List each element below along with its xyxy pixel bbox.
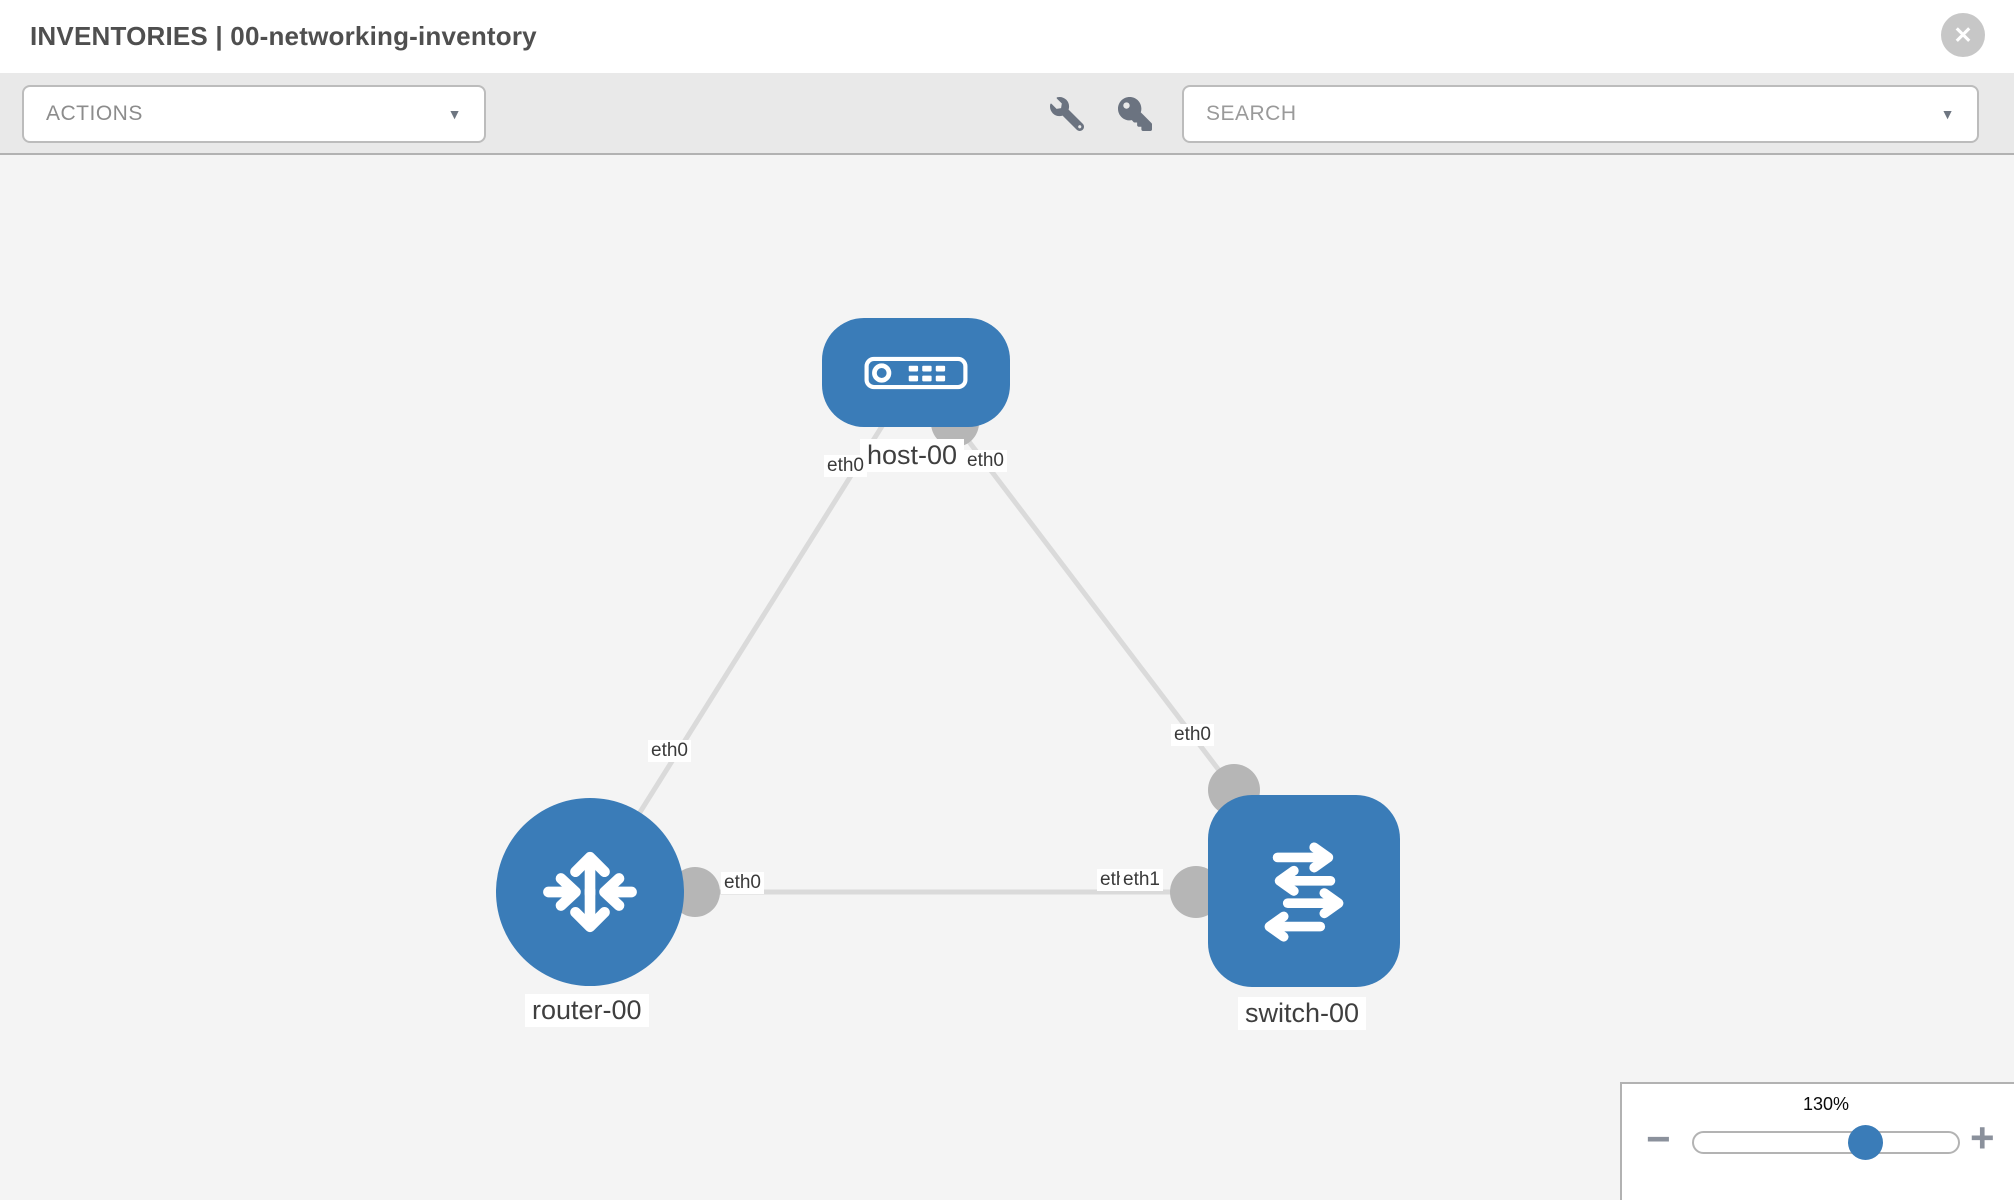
node-router-00[interactable] xyxy=(496,798,684,986)
wrench-icon xyxy=(1050,97,1085,132)
host-icon xyxy=(864,356,968,389)
zoom-panel: 130% − + xyxy=(1620,1082,2014,1200)
interface-label: eth0 xyxy=(721,872,764,894)
zoom-slider-track[interactable] xyxy=(1692,1131,1960,1154)
close-button[interactable]: ✕ xyxy=(1941,13,1985,57)
node-label-switch: switch-00 xyxy=(1238,997,1367,1030)
chevron-down-icon: ▼ xyxy=(1940,106,1955,122)
header: INVENTORIES | 00-networking-inventory ✕ xyxy=(0,0,2014,73)
interface-label: eth0 xyxy=(824,455,867,477)
interface-label: eth0 xyxy=(648,740,691,762)
configure-button[interactable] xyxy=(1050,97,1085,132)
interface-label: eth0 xyxy=(1171,724,1214,746)
zoom-level-readout: 130% xyxy=(1802,1094,1850,1114)
key-icon xyxy=(1118,97,1152,131)
chevron-down-icon: ▼ xyxy=(447,106,462,122)
node-label-host: host-00 xyxy=(860,439,965,472)
interface-label: eth1 xyxy=(1120,869,1163,891)
minus-icon: − xyxy=(1646,1115,1671,1162)
zoom-in-button[interactable]: + xyxy=(1970,1117,1995,1159)
node-label-router: router-00 xyxy=(525,994,649,1027)
zoom-out-button[interactable]: − xyxy=(1646,1118,1671,1160)
node-host-00[interactable] xyxy=(822,318,1010,427)
topology-canvas[interactable]: host-00 router-00 switch-00 eth0 eth0 et… xyxy=(0,155,2014,1200)
router-icon xyxy=(543,851,637,933)
search-dropdown[interactable]: SEARCH ▼ xyxy=(1182,85,1979,143)
search-placeholder: SEARCH xyxy=(1206,102,1297,125)
toolbar: ACTIONS ▼ SEARCH ▼ xyxy=(0,73,2014,155)
actions-dropdown-label: ACTIONS xyxy=(46,102,143,125)
actions-dropdown[interactable]: ACTIONS ▼ xyxy=(22,85,486,143)
interface-label: eth0 xyxy=(964,450,1007,472)
page-title: INVENTORIES | 00-networking-inventory xyxy=(30,21,537,51)
plus-icon: + xyxy=(1970,1114,1995,1161)
node-switch-00[interactable] xyxy=(1208,795,1400,987)
zoom-slider-thumb[interactable] xyxy=(1848,1125,1883,1160)
credentials-button[interactable] xyxy=(1118,97,1152,131)
topology-links xyxy=(587,370,1260,918)
switch-icon xyxy=(1264,842,1344,942)
close-icon: ✕ xyxy=(1953,21,1973,48)
